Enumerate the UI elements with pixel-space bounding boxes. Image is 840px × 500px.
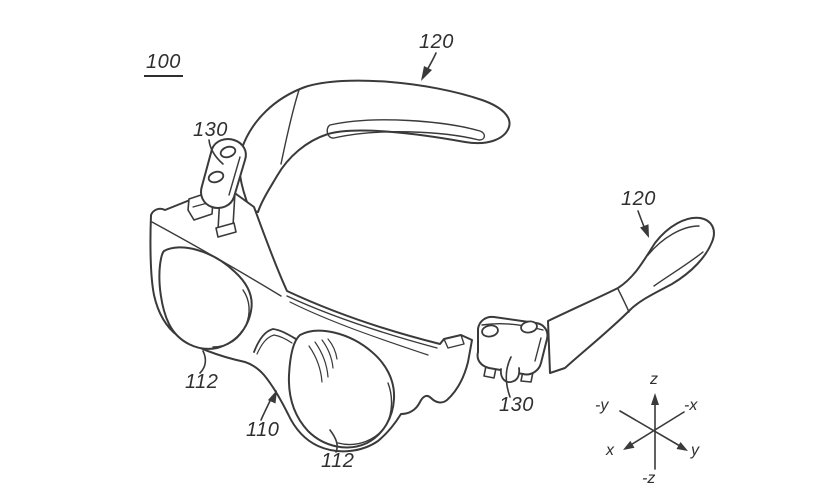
arrowhead-z <box>651 393 659 405</box>
hinge-screw <box>520 320 538 334</box>
ref-label-130-right: 130 <box>499 394 534 416</box>
arrowhead-x <box>623 440 635 450</box>
leader-arrowheads <box>267 66 649 404</box>
axis-label-neg-x: -x <box>684 397 698 414</box>
hinge-screw <box>481 324 499 338</box>
axis-label-neg-z: -z <box>642 470 656 487</box>
axes-indicator <box>619 393 688 470</box>
ref-label-130-left: 130 <box>193 119 228 141</box>
ref-label-120-right: 120 <box>621 188 656 210</box>
hinge-screw <box>219 145 237 159</box>
ref-label-110: 110 <box>246 419 280 441</box>
ref-label-120-top: 120 <box>419 31 454 53</box>
axis-label-z: z <box>650 371 658 388</box>
lens-reflection-hatch <box>308 338 338 383</box>
arrowhead-y <box>676 442 688 451</box>
leader-130-right <box>505 356 512 398</box>
arrowhead-120-top <box>421 66 432 81</box>
leader-130-left <box>208 139 224 165</box>
arrowhead-120-right <box>640 224 649 238</box>
ref-label-112-left: 112 <box>185 371 219 393</box>
leader-112-right <box>329 429 338 453</box>
arrowhead-110 <box>267 390 277 404</box>
hinge-screw <box>207 170 225 184</box>
right-lens <box>287 329 396 449</box>
ref-label-100: 100 <box>144 52 183 77</box>
axis-label-x: x <box>606 442 614 459</box>
axis-y-line <box>619 410 681 447</box>
ref-label-112-right: 112 <box>321 450 355 472</box>
right-temple-arm <box>547 216 715 374</box>
right-hinge <box>476 315 549 383</box>
axis-label-neg-y: -y <box>595 397 609 414</box>
axis-x-line <box>628 411 685 447</box>
left-temple-arm <box>238 79 511 213</box>
left-hinge <box>200 138 247 238</box>
axis-label-y: y <box>691 442 699 459</box>
left-lens <box>158 246 253 350</box>
leader-112-left <box>199 350 207 374</box>
